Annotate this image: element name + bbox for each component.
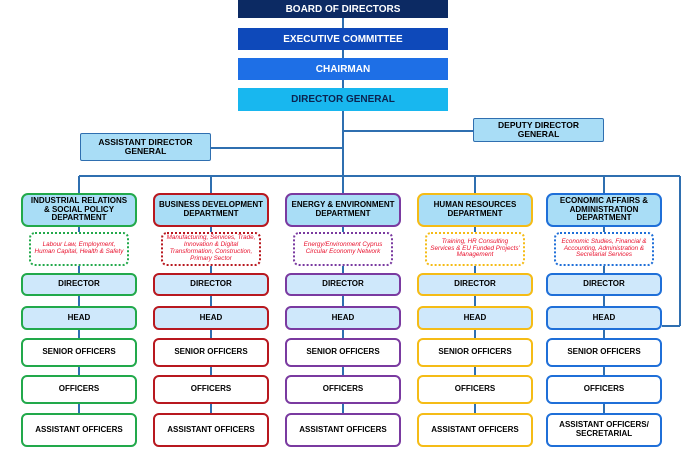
role-director-box: DIRECTOR — [417, 273, 533, 296]
role-head-box: HEAD — [417, 306, 533, 330]
role-senior-officers-box: SENIOR OFFICERS — [546, 338, 662, 367]
department-description: Manufacturing, Services, Trade, Innovati… — [161, 232, 261, 266]
role-director-box: DIRECTOR — [285, 273, 401, 296]
executive-committee-box: EXECUTIVE COMMITTEE — [238, 28, 448, 50]
deputy-director-general-box: DEPUTY DIRECTOR GENERAL — [473, 118, 604, 142]
role-senior-officers-box: SENIOR OFFICERS — [417, 338, 533, 367]
department-industrial-relations-box: INDUSTRIAL RELATIONS & SOCIAL POLICY DEP… — [21, 193, 137, 227]
role-assistant-officers-box: ASSISTANT OFFICERS — [417, 413, 533, 447]
director-general-box: DIRECTOR GENERAL — [238, 88, 448, 111]
role-assistant-officers-secretarial-box: ASSISTANT OFFICERS/ SECRETARIAL — [546, 413, 662, 447]
role-assistant-officers-box: ASSISTANT OFFICERS — [285, 413, 401, 447]
role-officers-box: OFFICERS — [546, 375, 662, 404]
role-director-box: DIRECTOR — [21, 273, 137, 296]
role-director-box: DIRECTOR — [153, 273, 269, 296]
assistant-director-general-box: ASSISTANT DIRECTOR GENERAL — [80, 133, 211, 161]
role-officers-box: OFFICERS — [285, 375, 401, 404]
role-head-box: HEAD — [153, 306, 269, 330]
role-officers-box: OFFICERS — [417, 375, 533, 404]
role-director-box: DIRECTOR — [546, 273, 662, 296]
department-business-development-box: BUSINESS DEVELOPMENT DEPARTMENT — [153, 193, 269, 227]
department-human-resources-box: HUMAN RESOURCES DEPARTMENT — [417, 193, 533, 227]
role-officers-box: OFFICERS — [21, 375, 137, 404]
role-senior-officers-box: SENIOR OFFICERS — [21, 338, 137, 367]
role-head-box: HEAD — [21, 306, 137, 330]
department-description: Energy/Environment Cyprus Circular Econo… — [293, 232, 393, 266]
board-of-directors-box: BOARD OF DIRECTORS — [238, 0, 448, 18]
role-head-box: HEAD — [546, 306, 662, 330]
department-economic-affairs-box: ECONOMIC AFFAIRS & ADMINISTRATION DEPART… — [546, 193, 662, 227]
department-description: Training, HR Consulting Services & EU Fu… — [425, 232, 525, 266]
role-officers-box: OFFICERS — [153, 375, 269, 404]
role-assistant-officers-box: ASSISTANT OFFICERS — [153, 413, 269, 447]
role-senior-officers-box: SENIOR OFFICERS — [285, 338, 401, 367]
department-energy-environment-box: ENERGY & ENVIRONMENT DEPARTMENT — [285, 193, 401, 227]
department-description: Economic Studies, Financial & Accounting… — [554, 232, 654, 266]
role-assistant-officers-box: ASSISTANT OFFICERS — [21, 413, 137, 447]
department-description: Labour Law, Employment, Human Capital, H… — [29, 232, 129, 266]
role-senior-officers-box: SENIOR OFFICERS — [153, 338, 269, 367]
role-head-box: HEAD — [285, 306, 401, 330]
chairman-box: CHAIRMAN — [238, 58, 448, 80]
